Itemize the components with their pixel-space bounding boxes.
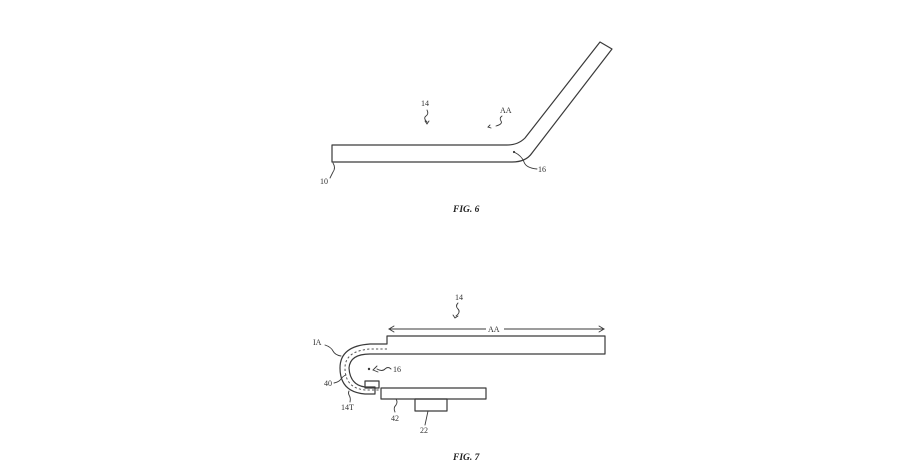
fig6-label-10: 10 xyxy=(320,177,328,186)
fig6-label-aa: AA xyxy=(500,106,512,115)
fig6-panel-outline xyxy=(331,41,613,163)
fig6-label-16: 16 xyxy=(538,165,546,174)
fig7-arrowhead-16 xyxy=(372,365,379,373)
fig7-aa-arrow-right xyxy=(598,325,605,333)
fig7-leader-14 xyxy=(455,302,460,317)
fig7-part-22 xyxy=(414,398,448,412)
fig7-aa-arrow-left xyxy=(388,325,395,333)
fig7-label-40: 40 xyxy=(324,379,332,388)
figure-6: 14 AA 16 10 FIG. 6 xyxy=(320,41,613,215)
fig6-label-14: 14 xyxy=(421,99,429,108)
fig7-label-42: 42 xyxy=(391,414,399,423)
fig7-label-aa: AA xyxy=(488,325,500,334)
fig7-label-16: 16 xyxy=(393,365,401,374)
fig7-leader-22 xyxy=(424,410,429,426)
fig7-arrowhead-14 xyxy=(452,314,459,319)
fig7-label-22: 22 xyxy=(420,426,428,435)
fig7-caption: FIG. 7 xyxy=(452,453,481,463)
fig6-caption: FIG. 6 xyxy=(452,205,480,215)
fig7-dashed-layer xyxy=(344,348,387,391)
fig7-label-14t: 14T xyxy=(341,403,354,412)
fig6-arrowhead-14 xyxy=(424,120,430,125)
fig6-leader-14 xyxy=(424,109,429,123)
fig7-label-ia: IA xyxy=(313,338,322,347)
fig7-part-42 xyxy=(380,387,487,400)
fig7-point-16-dot xyxy=(367,367,371,371)
figure-7: 14 AA IA 16 40 14T 42 xyxy=(313,293,606,463)
fig6-point-16 xyxy=(512,150,516,154)
fig7-leader-16 xyxy=(376,367,392,371)
fig7-tail-block xyxy=(364,380,380,389)
fig6-arrowhead-aa xyxy=(487,124,492,129)
fig6-leader-10 xyxy=(329,162,335,179)
fig7-panel-outline xyxy=(339,335,606,395)
fig6-leader-16 xyxy=(513,151,538,170)
fig7-leader-42 xyxy=(393,398,398,413)
fig7-leader-ia xyxy=(324,344,342,357)
fig7-label-14: 14 xyxy=(455,293,463,302)
fig7-leader-14t xyxy=(348,390,351,403)
fig7-leader-40 xyxy=(333,374,347,384)
fig6-leader-aa xyxy=(495,115,503,127)
fig7-aa-label-bg xyxy=(486,324,504,334)
